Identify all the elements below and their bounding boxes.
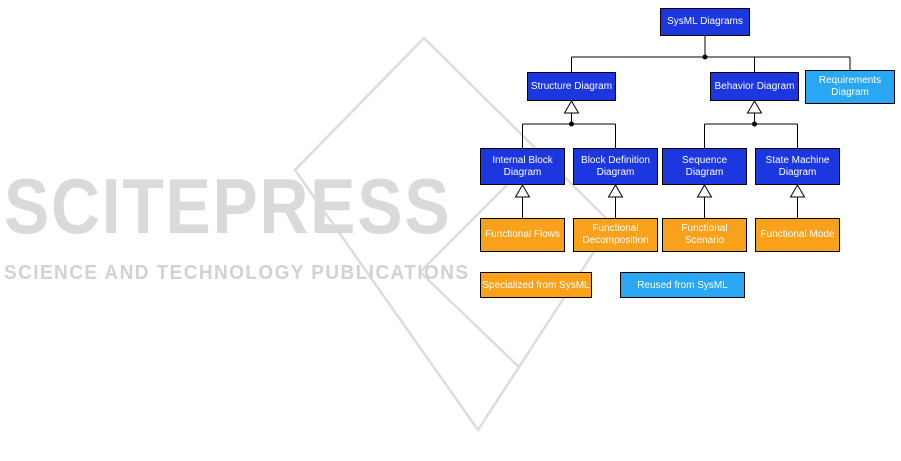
node-functional-scenario: Functional Scenario xyxy=(662,218,747,252)
node-functional-decomposition: Functional Decomposition xyxy=(573,218,658,252)
node-state-machine-diagram: State Machine Diagram xyxy=(755,148,840,185)
node-internal-block-diagram: Internal Block Diagram xyxy=(480,148,565,185)
legend-specialized-from-sysml: Specialized from SysML xyxy=(480,272,592,298)
node-sequence-diagram: Sequence Diagram xyxy=(662,148,747,185)
node-sysml-diagrams: SysML Diagrams xyxy=(660,8,750,36)
legend-reused-from-sysml: Reused from SysML xyxy=(620,272,745,298)
scitepress-tagline-text: SCIENCE AND TECHNOLOGY PUBLICATIONS xyxy=(4,262,470,284)
node-behavior-diagram: Behavior Diagram xyxy=(710,72,799,101)
node-block-definition-diagram: Block Definition Diagram xyxy=(573,148,658,185)
node-functional-flows: Functional Flows xyxy=(480,218,565,252)
node-structure-diagram: Structure Diagram xyxy=(527,72,616,101)
node-functional-mode: Functional Mode xyxy=(755,218,840,252)
scitepress-logo-text: SCITEPRESS xyxy=(4,162,452,250)
node-requirements-diagram: Requirements Diagram xyxy=(805,70,895,104)
